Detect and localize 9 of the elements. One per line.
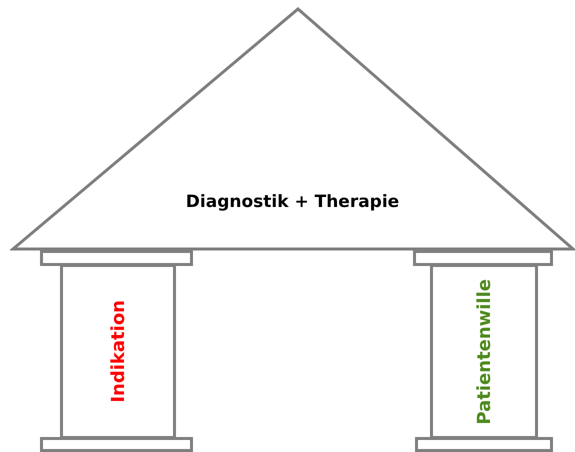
pillar-label: Patientenwille: [474, 278, 494, 424]
pillar-capital: [40, 250, 193, 266]
pillar-label: Indikation: [108, 300, 128, 403]
pillar-base: [415, 437, 553, 452]
roof-label: Diagnostik + Therapie: [186, 192, 400, 212]
pillar-shaft: [430, 264, 538, 439]
pillar-capital: [413, 250, 553, 266]
pillar-base: [40, 437, 193, 452]
pillar-shaft: [60, 264, 176, 439]
